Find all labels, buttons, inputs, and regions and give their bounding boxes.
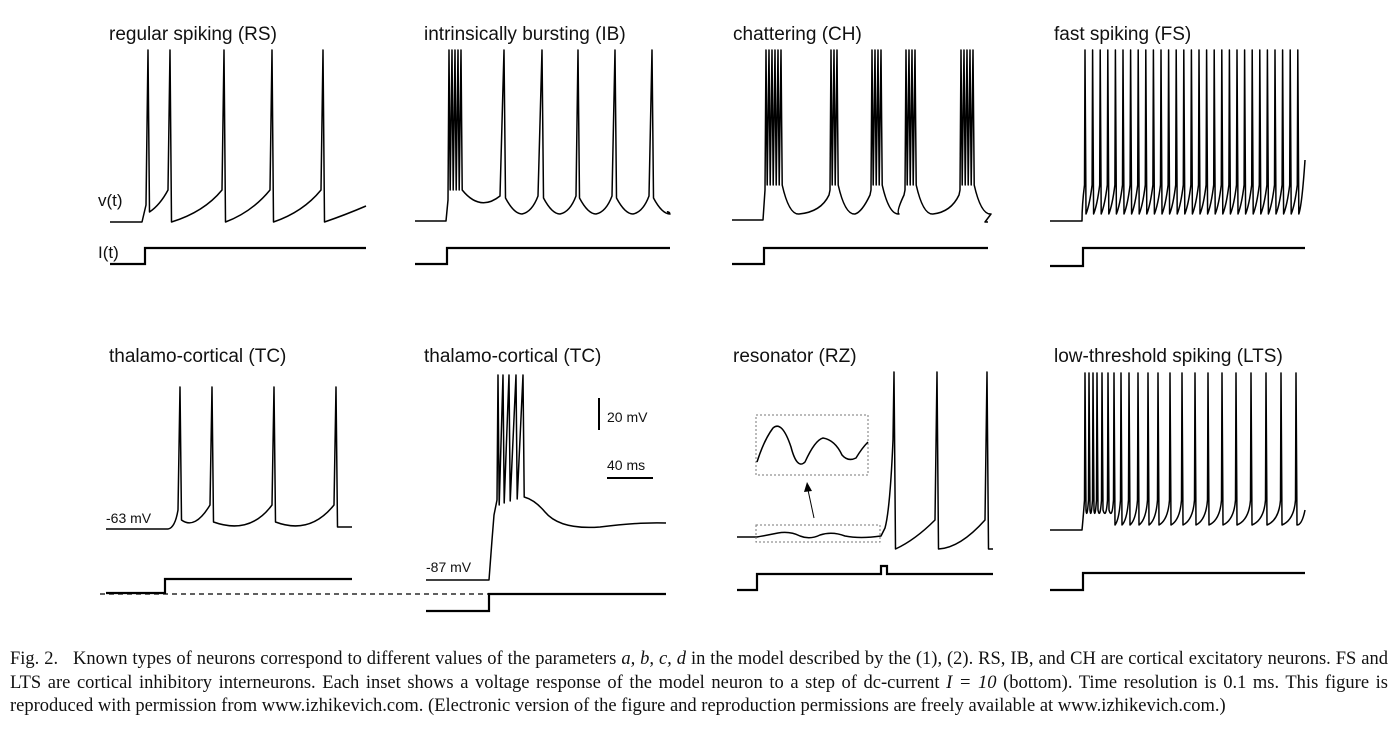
caption-equation: I = 10 xyxy=(946,672,997,693)
inset-arrow-icon xyxy=(804,482,812,492)
panel-title-rz: resonator (RZ) xyxy=(733,346,857,367)
panel-title-tc2: thalamo-cortical (TC) xyxy=(424,346,601,367)
panel-title-fs: fast spiking (FS) xyxy=(1054,24,1191,45)
current-step-ch xyxy=(732,246,988,266)
neuron-types-figure: regular spiking (RS) intrinsically burst… xyxy=(98,24,1306,613)
caption-text-3: (bottom). Time resolution is 0.1 ms. Thi… xyxy=(10,672,1388,717)
resonator-inset-zoom-box xyxy=(755,414,869,476)
current-step-tc2 xyxy=(426,592,666,613)
figure-caption: Fig. 2. Known types of neurons correspon… xyxy=(10,648,1388,719)
voltage-scale-label: 20 mV xyxy=(607,409,648,425)
voltage-trace-ch xyxy=(732,49,992,223)
panel-title-tc1: thalamo-cortical (TC) xyxy=(109,346,286,367)
inset-arrow-line xyxy=(807,489,815,519)
current-step-rz xyxy=(737,564,993,592)
caption-text-1: Known types of neurons correspond to dif… xyxy=(73,649,617,669)
current-step-rs xyxy=(110,246,366,266)
current-step-tc1 xyxy=(106,577,352,595)
voltage-trace-tc1 xyxy=(106,386,352,530)
voltage-label: v(t) xyxy=(98,191,123,210)
figure-number: Fig. 2. xyxy=(10,649,59,669)
voltage-trace-rz xyxy=(737,371,993,550)
time-scale-label: 40 ms xyxy=(607,457,645,473)
panel-title-lts: low-threshold spiking (LTS) xyxy=(1054,346,1283,367)
voltage-trace-rs xyxy=(110,49,367,223)
tc2-rest-label: -87 mV xyxy=(426,559,472,575)
voltage-trace-fs xyxy=(1050,49,1306,222)
resonator-inset-trace xyxy=(756,425,869,465)
voltage-trace-lts xyxy=(1050,372,1306,531)
current-step-ib xyxy=(415,246,670,266)
current-label: I(t) xyxy=(98,243,119,262)
panel-title-rs: regular spiking (RS) xyxy=(109,24,277,45)
resonator-inset-source-box xyxy=(755,524,881,543)
panel-title-ib: intrinsically bursting (IB) xyxy=(424,24,626,45)
current-step-lts xyxy=(1050,571,1305,592)
current-step-fs xyxy=(1050,246,1305,268)
voltage-trace-tc2 xyxy=(426,374,667,581)
caption-text-2: in the model described by the (1), (2). … xyxy=(10,649,1388,693)
voltage-trace-ib xyxy=(415,49,671,222)
panel-title-ch: chattering (CH) xyxy=(733,24,862,45)
caption-params: a, b, c, d xyxy=(621,649,686,669)
tc1-rest-label: -63 mV xyxy=(106,510,152,526)
